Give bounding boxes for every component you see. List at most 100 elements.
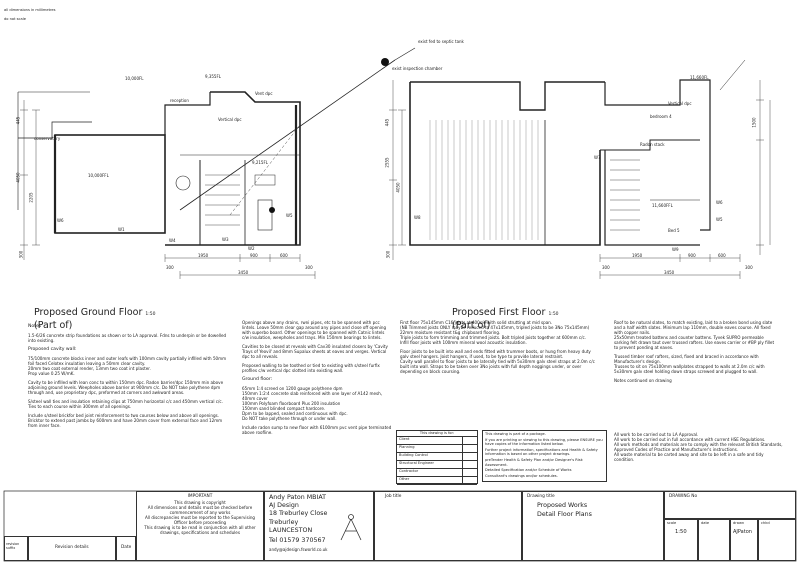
issued-for-row: Contractor bbox=[397, 468, 477, 477]
package-info-line: If you are printing or viewing to this d… bbox=[485, 437, 603, 447]
gf-conservatory-label: conservatory bbox=[34, 136, 61, 141]
gf-w2: W2 bbox=[248, 246, 255, 251]
notes-paragraph: First floor 75x145mm C16 joists at 400c/… bbox=[400, 320, 590, 345]
package-info-line: This drawing is part of a package. bbox=[485, 432, 546, 436]
gf-w4: W4 bbox=[169, 238, 176, 243]
gf-dim-side-445: 445 bbox=[15, 116, 21, 125]
ff-dim-1950: 1950 bbox=[632, 253, 643, 258]
issued-for-row: Other bbox=[397, 476, 477, 485]
gf-level-10000: 10,000FL bbox=[125, 76, 144, 81]
ff-w5: W5 bbox=[716, 217, 723, 222]
notes-paragraph: Floor joists to be built into wall and e… bbox=[400, 349, 595, 374]
ff-w7: W7 bbox=[594, 155, 601, 160]
compass-logo-icon bbox=[340, 514, 362, 541]
important-cell: IMPORTANT This drawing is copyright All … bbox=[136, 491, 264, 561]
issued-for-row: Client bbox=[397, 436, 477, 445]
gf-vent-dpc: Vent dpc bbox=[255, 91, 273, 96]
notes-paragraph: 65mm 1:4 screed on 1200 gauge polythene … bbox=[242, 386, 383, 422]
gf-dim-300-a: 300 bbox=[166, 265, 174, 270]
ff-vertical-dpc: Vertical dpc bbox=[668, 101, 692, 106]
issued-for-checkbox bbox=[462, 476, 477, 484]
ff-dim-300-a: 300 bbox=[602, 265, 610, 270]
issued-for-label: Client bbox=[399, 436, 410, 441]
notes-paragraph: Include s/steel brickfor bed joint reinf… bbox=[28, 413, 223, 429]
revision-date-cell: Date bbox=[116, 536, 136, 561]
package-info-line: Detailed Specification and/or Schedule o… bbox=[485, 468, 572, 473]
ff-dim-3450: 3450 bbox=[664, 270, 675, 275]
gf-dim-side-4050: 4050 bbox=[15, 172, 21, 183]
ff-dim-side-300: 300 bbox=[385, 250, 391, 259]
works-note: All work to be carried out to LA Approva… bbox=[614, 432, 783, 462]
issued-for-checkbox bbox=[462, 468, 477, 476]
gf-w1: W1 bbox=[118, 227, 125, 232]
notes-column-4: Roof to be natural slates, to match exis… bbox=[614, 320, 779, 387]
notes-paragraph: Notes continued on drawing bbox=[614, 378, 672, 383]
issued-for-checkbox bbox=[462, 452, 477, 460]
gf-dim-300-b: 300 bbox=[305, 265, 313, 270]
issued-for-row: Structural Engineer bbox=[397, 460, 477, 469]
issued-for-row: Building Control bbox=[397, 452, 477, 461]
gf-dim-900: 900 bbox=[250, 253, 258, 258]
gf-dim-3450: 3450 bbox=[238, 270, 249, 275]
package-info-line: Further project information, specificati… bbox=[485, 447, 598, 457]
package-info-line: Consultant's drawings and/or schedules. bbox=[485, 473, 558, 478]
notes-paragraph: 75/100mm concrete blocks inner and outer… bbox=[28, 356, 227, 377]
issued-for-label: Building Control bbox=[399, 452, 428, 457]
gf-w3: W3 bbox=[222, 237, 229, 242]
gf-w5: W5 bbox=[286, 213, 293, 218]
notes-heading: Ground floor: bbox=[242, 377, 273, 382]
ground-floor-title: Proposed Ground Floor 1:50 (Part of) bbox=[34, 307, 156, 331]
issued-for-label: Structural Engineer bbox=[399, 460, 434, 465]
notes-heading: Proposed cavity wall: bbox=[28, 347, 77, 353]
gf-level-9215: 9,215FL bbox=[252, 160, 268, 165]
first-floor-title: Proposed First Floor 1:50 (Part of) bbox=[452, 307, 559, 331]
ff-dim-600: 600 bbox=[718, 253, 726, 258]
drawn-cell: drawn AJPaton bbox=[730, 519, 758, 561]
designer-cell: Andy Paton MBIAT AJ Design 18 Treburley … bbox=[264, 491, 374, 561]
ff-dim-side-2555: 2555 bbox=[384, 157, 390, 168]
ff-dim-900: 900 bbox=[688, 253, 696, 258]
ff-w8: W8 bbox=[414, 215, 421, 220]
gf-vertical-dpc: Vertical dpc bbox=[218, 117, 242, 122]
notes-paragraph: Include radon sump to new floor with 610… bbox=[242, 425, 392, 436]
notes-heading: Notes bbox=[28, 324, 42, 329]
notes-paragraph: Trussed timber roof rafters, sized, fixe… bbox=[614, 354, 765, 374]
scale-cell: scale 1:50 bbox=[664, 519, 698, 561]
notes-column-3: First floor 75x145mm C16 joists at 400c/… bbox=[400, 320, 600, 378]
ff-dim-side-1500: 1500 bbox=[751, 117, 757, 128]
corner-note: all dimensions in millimetres do not sca… bbox=[4, 7, 56, 21]
job-title-cell: Job title bbox=[374, 491, 522, 561]
issued-for-label: Contractor bbox=[399, 468, 419, 473]
notes-paragraph: Cavity to be infilled with lean conc to … bbox=[28, 380, 224, 396]
gf-dim-1950: 1950 bbox=[198, 253, 209, 258]
gf-reception-label: reception bbox=[170, 98, 189, 103]
notes-column-2: Openings above any drains, rwni pipes, e… bbox=[242, 320, 392, 439]
ff-bed5: Bed 5 bbox=[668, 228, 680, 233]
revision-details-cell: Revision details bbox=[28, 536, 116, 561]
gf-w6: W6 bbox=[57, 218, 64, 223]
septic-tank-label: exist fed to septic tank bbox=[418, 39, 464, 44]
issued-for-checkbox bbox=[462, 436, 477, 444]
package-info-line: preTender Health & Safety Plan and/or De… bbox=[485, 457, 583, 467]
gf-level-10000b: 10,000FFL bbox=[88, 173, 109, 178]
ff-level-11660: 11,660FL bbox=[690, 75, 709, 80]
ff-dim-300-b: 300 bbox=[745, 265, 753, 270]
issued-for-checkbox bbox=[462, 460, 477, 468]
ff-w9: W9 bbox=[672, 247, 679, 252]
notes-paragraph: S/steel wall ties and insulation retaini… bbox=[28, 399, 223, 410]
notes-paragraph: Roof to be natural slates, to match exis… bbox=[614, 320, 775, 350]
gf-dim-600: 600 bbox=[280, 253, 288, 258]
notes-paragraph: Cavities to be closed at reveals with Ca… bbox=[242, 344, 388, 359]
revision-suffix-cell: revision suffix bbox=[4, 536, 28, 561]
issued-for-label: Other bbox=[399, 476, 410, 481]
gf-level-9355: 9,355FL bbox=[205, 74, 221, 79]
ff-level-11660b: 11,660FFL bbox=[652, 203, 673, 208]
ff-dim-side-445: 445 bbox=[384, 118, 390, 127]
inspection-chamber-label: exist inspection chamber bbox=[392, 66, 443, 71]
notes-paragraph: Openings above any drains, rwni pipes, e… bbox=[242, 320, 387, 340]
ff-bedroom: bedroom 4 bbox=[650, 114, 672, 119]
checked-cell: chkd bbox=[758, 519, 796, 561]
